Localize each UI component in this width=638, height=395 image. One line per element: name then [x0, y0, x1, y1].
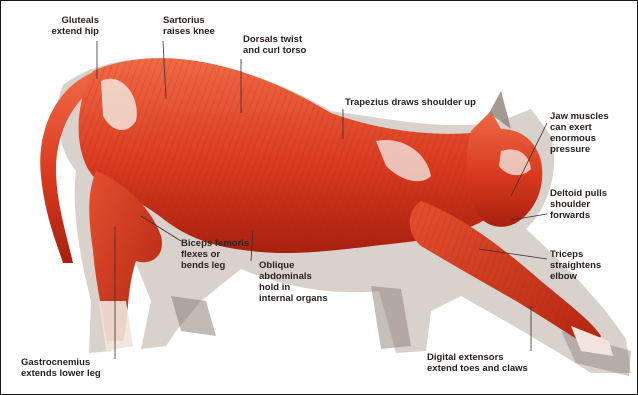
label-biceps: Biceps femoris flexes or bends leg [181, 238, 271, 271]
label-triceps: Triceps straightens elbow [550, 249, 630, 282]
label-jaw: Jaw muscles can exert enormous pressure [550, 111, 630, 155]
label-sartorius: Sartorius raises knee [163, 15, 243, 37]
label-digital: Digital extensors extend toes and claws [427, 352, 547, 374]
label-gluteals: Gluteals extend hip [29, 15, 99, 37]
label-dorsals: Dorsals twist and curl torso [243, 34, 353, 56]
label-gastrocnemius: Gastrocnemius extends lower leg [21, 357, 131, 379]
label-trapezius: Trapezius draws shoulder up [345, 97, 515, 108]
label-deltoid: Deltoid pulls shoulder forwards [550, 188, 630, 221]
label-oblique: Oblique abdominals hold in internal orga… [259, 260, 359, 304]
